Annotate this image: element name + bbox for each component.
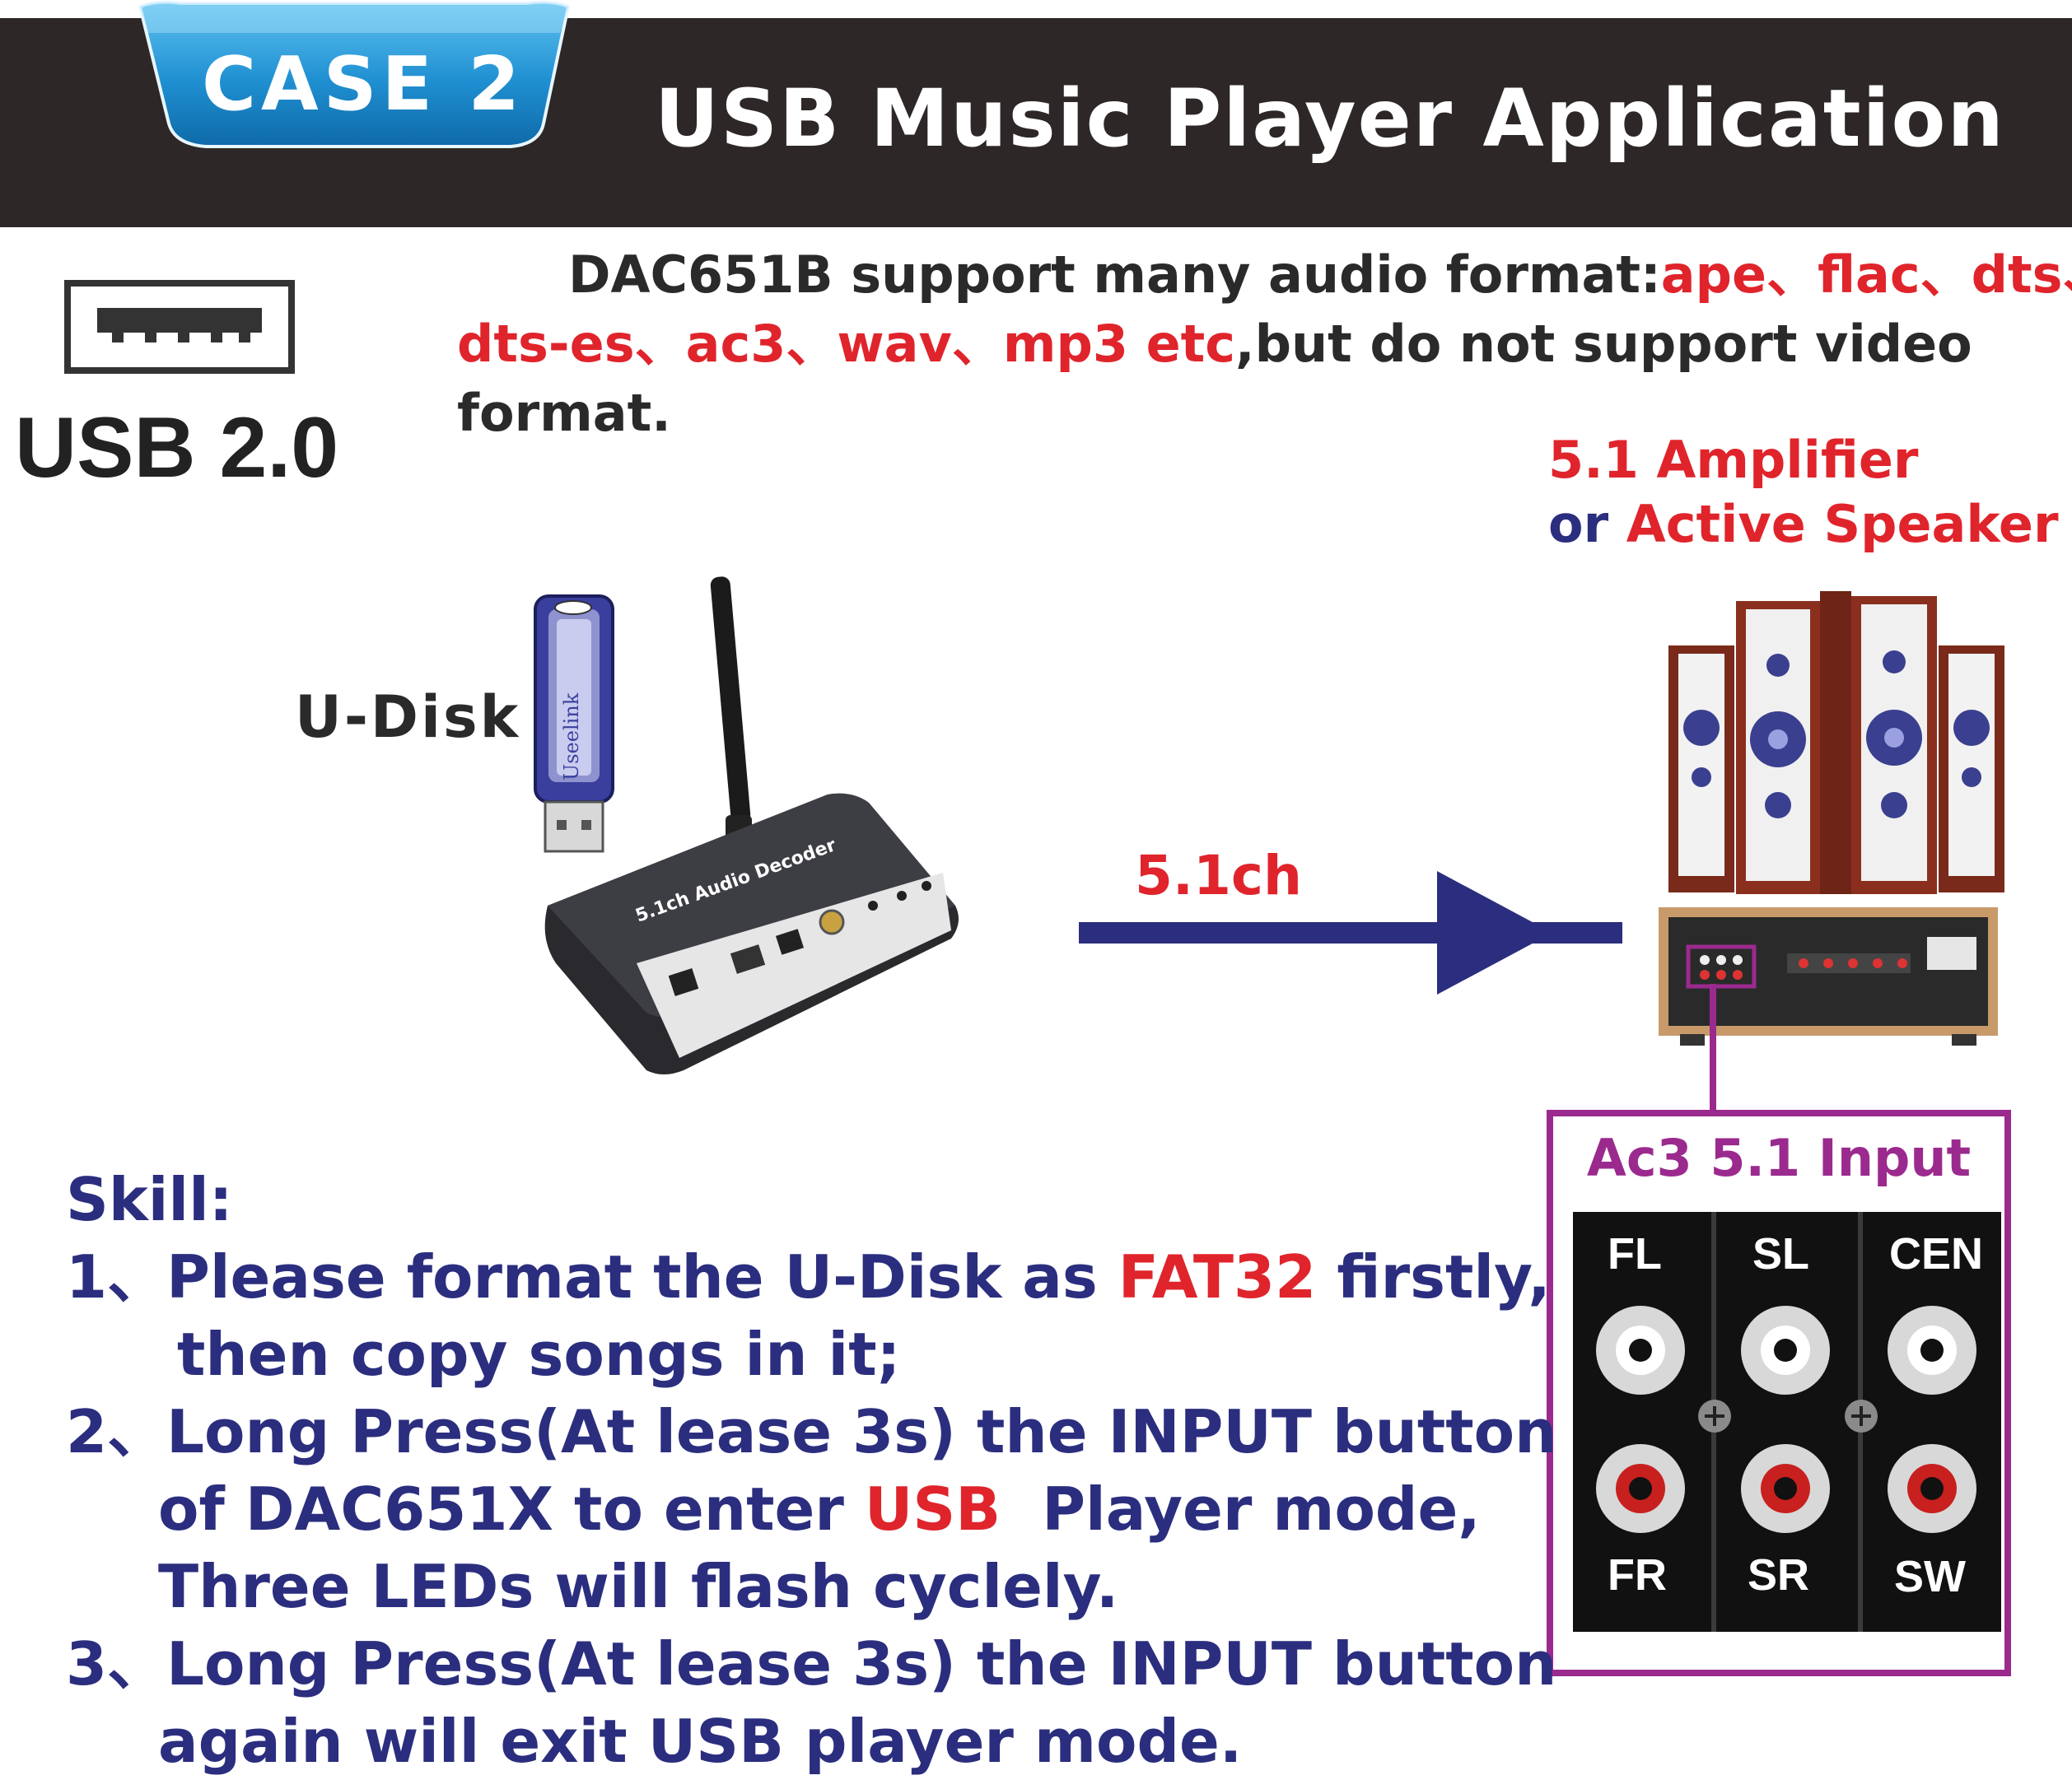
step1-text-b: firstly, xyxy=(1316,1242,1551,1312)
channel-label-sl: SL xyxy=(1752,1229,1810,1279)
channel-label-fr: FR xyxy=(1608,1550,1667,1600)
skill-step-1: 1、Please format the U-Disk as FAT32 firs… xyxy=(66,1238,1551,1316)
page-title: USB Music Player Application xyxy=(655,72,2005,165)
intro-suffix-3: format. xyxy=(457,383,671,443)
rca-jacks-icon xyxy=(1596,1212,1976,1632)
udisk-brand: Useelink xyxy=(560,692,583,780)
skill-step-2: 2、Long Press(At lease 3s) the INPUT butt… xyxy=(66,1397,1557,1466)
step2-highlight: USB xyxy=(864,1475,1001,1544)
panel-title: Ac3 5.1 Input xyxy=(1586,1128,1972,1188)
udisk-label: U-Disk xyxy=(295,683,521,751)
connector-line xyxy=(1710,984,1716,1116)
usb-version-label: USB 2.0 xyxy=(15,400,339,496)
usb-flash-drive-icon: Useelink xyxy=(534,594,614,853)
skill-step-2-cont-2: Three LEDs will flash cyclely. xyxy=(158,1552,1119,1621)
speaker-set-icon xyxy=(1668,591,2004,894)
channel-label-sw: SW xyxy=(1894,1552,1966,1601)
skill-step-1-cont: then copy songs in it; xyxy=(177,1320,901,1389)
intro-prefix: DAC651B support many audio format: xyxy=(568,245,1661,305)
ac3-input-panel xyxy=(1547,1110,2011,1676)
skill-heading: Skill: xyxy=(66,1165,233,1234)
skill-step-3: 3、Long Press(At lease 3s) the INPUT butt… xyxy=(66,1629,1557,1698)
amplifier-rear-panel xyxy=(1659,907,1998,1046)
amplifier-or: or xyxy=(1548,494,1626,554)
amplifier-line1: 5.1 Amplifier xyxy=(1548,430,1919,490)
intro-suffix-2: ,but do not support video xyxy=(1235,314,1972,374)
rca-jack-panel: FL SL CEN FR SR SW xyxy=(1573,1212,2001,1632)
channel-label-fl: FL xyxy=(1608,1229,1662,1279)
audio-decoder-device: 5.1ch Audio Decoder xyxy=(544,576,959,1074)
intro-text: DAC651B support many audio format:ape、fl… xyxy=(457,240,2072,448)
case-label: CASE 2 xyxy=(202,41,525,128)
channel-label-cen: CEN xyxy=(1889,1229,1984,1279)
channel-label-sr: SR xyxy=(1748,1550,1810,1600)
step2-text-c: Player mode, xyxy=(1001,1475,1481,1544)
arrow-right-icon xyxy=(1079,871,1622,995)
amplifier-highlight: Active Speaker xyxy=(1626,494,2059,554)
intro-formats-1: ape、flac、dts、 xyxy=(1660,245,2072,305)
skill-step-3-cont: again will exit USB player mode. xyxy=(158,1707,1243,1776)
skill-instructions: Skill: 1、Please format the U-Disk as FAT… xyxy=(66,1161,1557,1780)
intro-formats-2: dts-es、ac3、wav、mp3 etc xyxy=(457,314,1236,374)
skill-step-2-cont: of DAC651X to enter USB Player mode, xyxy=(66,1470,1515,1548)
step1-text-a: 1、Please format the U-Disk as xyxy=(66,1242,1118,1312)
step2-text-b: of DAC651X to enter xyxy=(158,1475,865,1544)
case-tab-icon xyxy=(138,0,571,148)
step1-highlight: FAT32 xyxy=(1118,1242,1317,1312)
usb-port-icon xyxy=(64,280,295,374)
amplifier-label: 5.1 Amplifier or Active Speaker xyxy=(1548,428,2059,557)
connection-label: 5.1ch xyxy=(1135,844,1303,907)
